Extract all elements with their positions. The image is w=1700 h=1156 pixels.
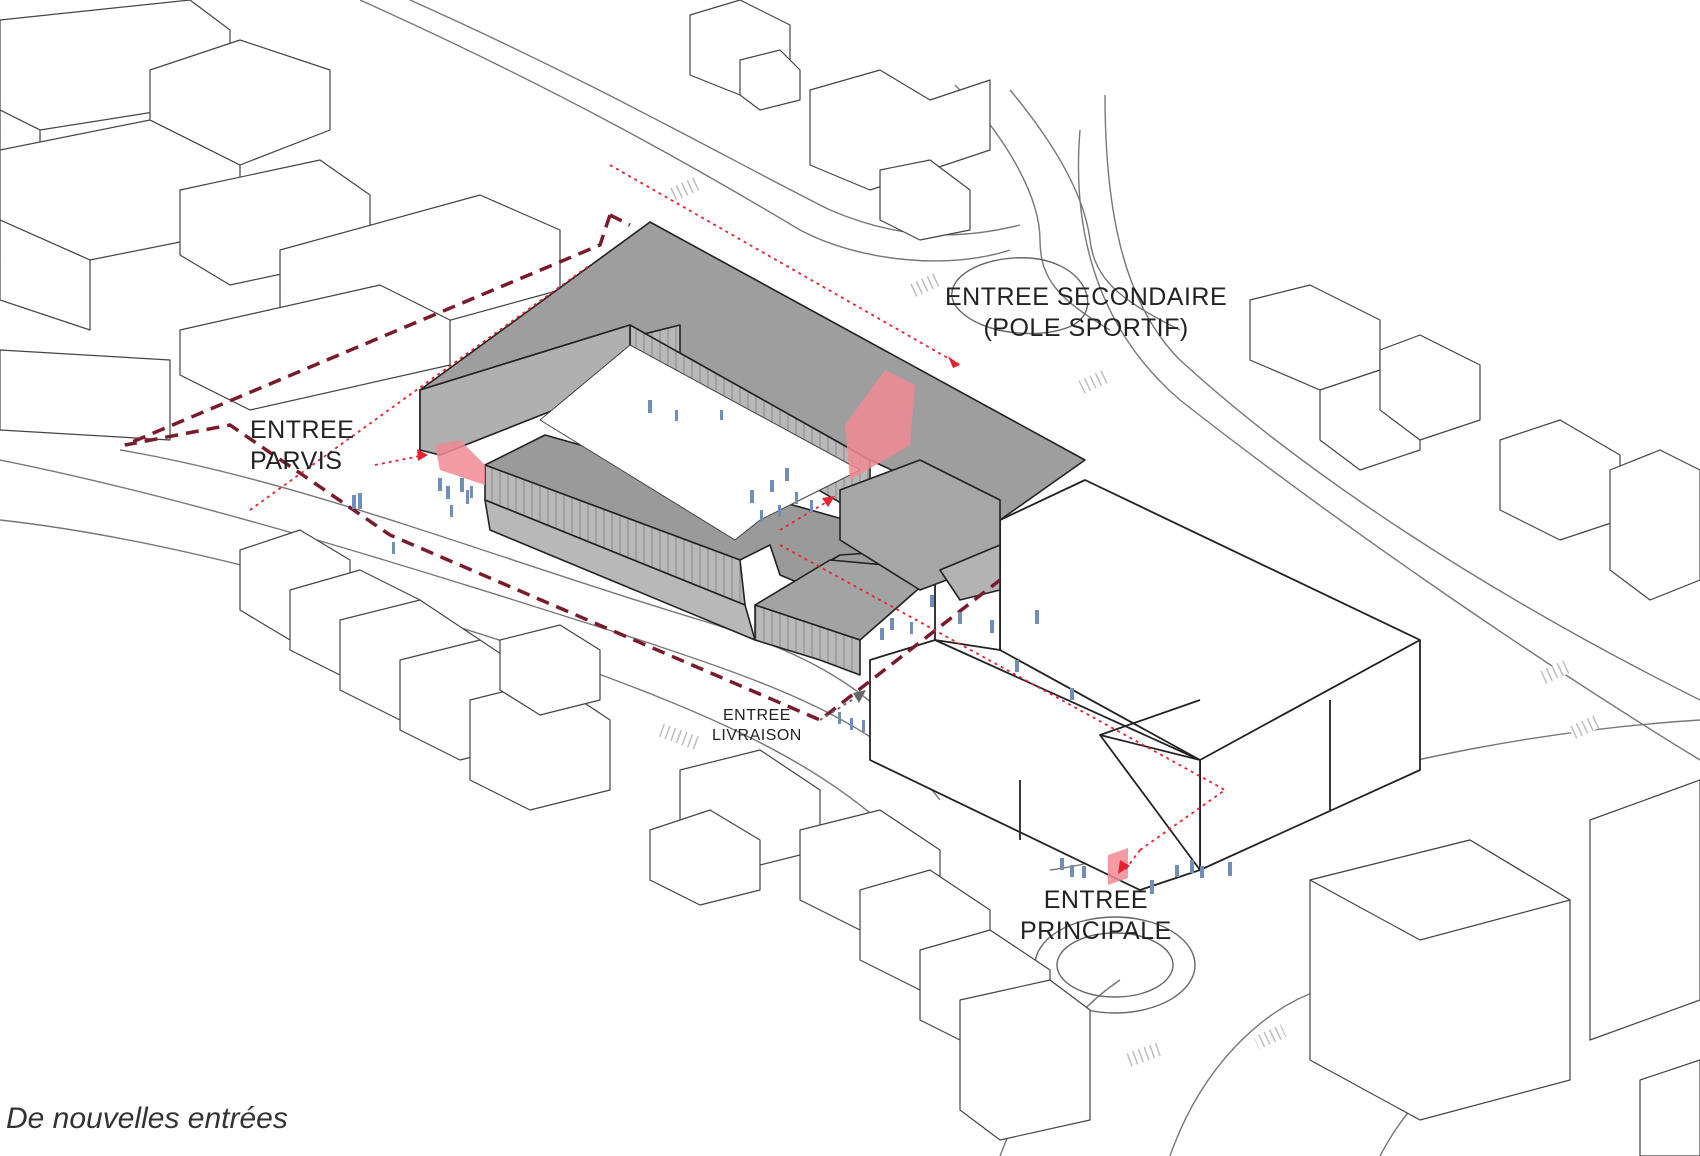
label-entree-parvis-line1: ENTREE	[250, 416, 355, 444]
label-entree-livraison-line1: ENTREE	[722, 707, 791, 724]
label-entree-secondaire-line1: ENTREE SECONDAIRE	[945, 283, 1228, 311]
label-entree-secondaire-line2: (POLE SPORTIF)	[983, 314, 1189, 343]
circulation-arrows	[417, 356, 1130, 874]
crossings	[658, 176, 1602, 1068]
label-entree-livraison-line2: LIVRAISON	[712, 727, 802, 744]
label-entree-principale-line1: ENTREE	[1043, 886, 1149, 914]
label-entree-principale: ENTREE PRINCIPALE	[1020, 885, 1172, 948]
label-entree-parvis-line2: PARVIS	[250, 447, 343, 476]
people	[352, 400, 1232, 894]
livraison-arrow	[819, 690, 866, 721]
label-entree-principale-line2: PRINCIPALE	[1020, 917, 1172, 946]
circulation-paths	[249, 164, 1227, 871]
entrance-highlights	[435, 370, 1128, 885]
label-entree-parvis: ENTREE PARVIS	[250, 415, 354, 478]
caption: De nouvelles entrées	[6, 1102, 288, 1135]
courtyard	[539, 344, 862, 541]
label-entree-secondaire: ENTREE SECONDAIRE (POLE SPORTIF)	[945, 282, 1227, 345]
label-entree-livraison: ENTREE LIVRAISON	[712, 706, 802, 746]
site-perimeter	[124, 213, 1002, 723]
